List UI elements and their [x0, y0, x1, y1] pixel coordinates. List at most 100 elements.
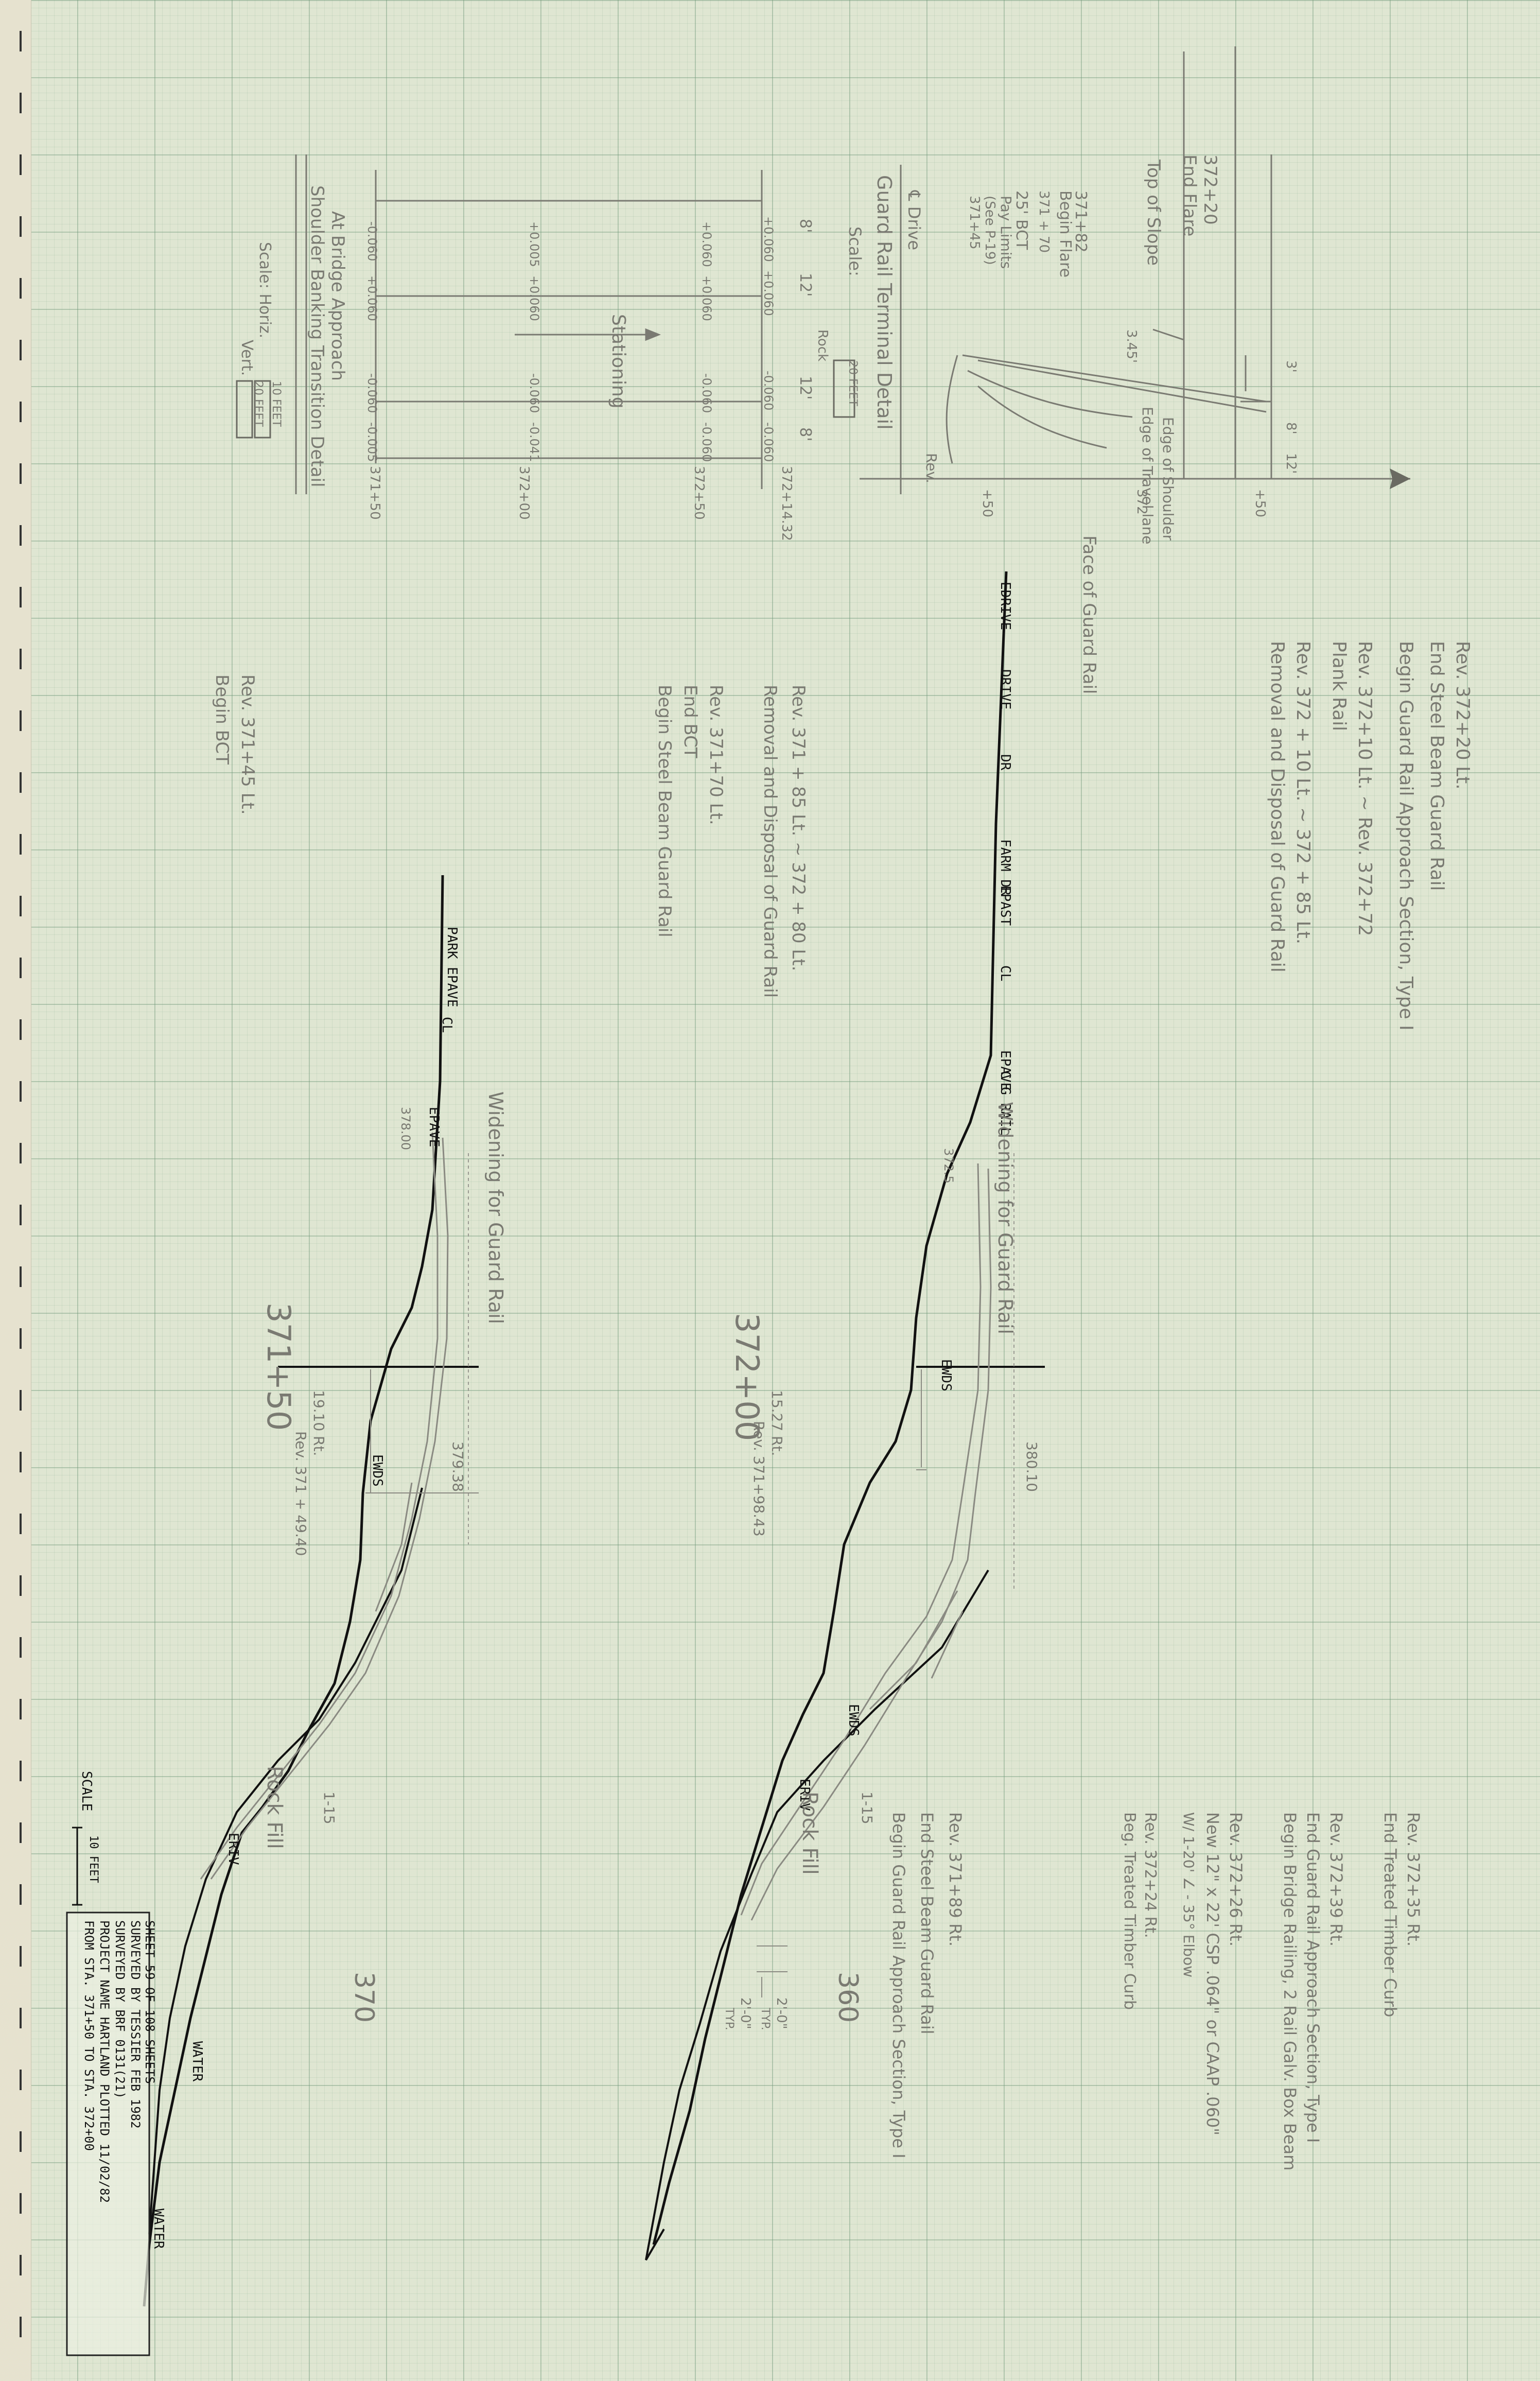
widening-upper: Widening for Guard Rail: [994, 1102, 1017, 1334]
terminal-see-p: (See P-19): [982, 196, 997, 265]
note-right-3: End Guard Rail Approach Section, Type I: [1303, 1812, 1323, 2143]
banking-subtitle: At Bridge Approach: [327, 211, 348, 381]
banking-r3-0: +0.005: [527, 221, 541, 267]
dim-lower-1: 19.10 Rt.: [310, 1390, 327, 1456]
note-right-1: End Treated Timber Curb: [1380, 1812, 1400, 2017]
terminal-top-of-slope: Top of Slope: [1143, 159, 1164, 266]
banking-scale-v-value: 20 FEET: [252, 381, 265, 427]
banking-width-1: 12': [796, 273, 814, 297]
banking-scale-h-label: Scale: Horiz.: [256, 242, 274, 338]
note-mid-3: End BCT: [680, 685, 701, 758]
banking-r2-3: -0.060: [699, 422, 714, 462]
title-line-3: SURVEYED BY BRF 0131(21): [113, 1920, 127, 2099]
notes-upper: Rev. 372+20 Lt. End Steel Beam Guard Rai…: [1267, 641, 1473, 1031]
terminal-scale-label: Scale:: [845, 227, 865, 276]
note-mid-4: Begin Steel Beam Guard Rail: [654, 685, 675, 937]
terminal-scale-value: 20 FEET: [846, 360, 859, 406]
dim-upper-1: 15.27 Rt.: [768, 1390, 785, 1456]
contour-360: 360: [832, 1972, 863, 2023]
banking-r3-3: -0.041: [527, 422, 541, 462]
banking-station-2: 372+00: [516, 466, 532, 520]
note-right-8: Rev. 372+24 Rt.: [1141, 1812, 1159, 1938]
banking-station-3: 371+50: [367, 466, 382, 520]
banking-direction-arrow: [515, 328, 661, 341]
label-eriv-lower: ERIV: [225, 1833, 241, 1865]
face-of-guard-rail: Face of Guard Rail: [1079, 535, 1099, 694]
banking-r2-0: +0.060: [699, 221, 714, 267]
banking-r4-0: -0.060: [365, 221, 379, 261]
terminal-372-20: 372+20: [1200, 154, 1220, 225]
terminal-rev: Rev.: [923, 453, 940, 483]
contour-370: 370: [348, 1972, 379, 2023]
banking-r1-3: -0.060: [761, 422, 776, 462]
widening-lower: Widening for Guard Rail: [484, 1091, 507, 1324]
banking-width-0: 8': [796, 219, 814, 233]
label-edrive: EDRIVE: [997, 582, 1013, 630]
grade-379-38: 379.38: [449, 1441, 466, 1492]
banking-r2-2: -0.060: [699, 373, 714, 413]
label-epast: EPAST: [997, 885, 1013, 926]
banking-width-2: 12': [796, 376, 814, 399]
banking-r1-1: +0.060: [761, 270, 776, 316]
note-upper-6: Removal and Disposal of Guard Rail: [1267, 641, 1288, 972]
label-ewds-mid: EWDS: [846, 1704, 861, 1736]
dim-lower-2: Rev. 371 + 49.40: [292, 1431, 309, 1556]
label-ewds-lower: EWDS: [370, 1454, 385, 1487]
typ-a: TYP.: [759, 2007, 772, 2030]
pencil-grade-line: [468, 1153, 1014, 1591]
sheet-binding-edge: [0, 0, 31, 2381]
title-line-4: SURVEYED BY TESSIER FEB 1982: [128, 1920, 143, 2129]
banking-width-3: 8': [796, 427, 814, 441]
terminal-dim-8: 8': [1283, 422, 1299, 435]
label-eriv-upper: ERIV: [797, 1779, 812, 1811]
terminal-371-70: 371 + 70: [1036, 190, 1052, 253]
title-line-5: SHEET 59 OF 108 SHEETS: [143, 1920, 157, 2084]
banking-r3-2: -0.060: [527, 373, 541, 413]
terminal-north-arrow: [1390, 468, 1410, 489]
upper-edge-line: [652, 571, 1008, 2245]
banking-title: Shoulder Banking Transition Detail: [307, 185, 327, 487]
terminal-dim-3-45: 3.45': [1124, 329, 1139, 363]
title-line-2: PROJECT NAME HARTLAND PLOTTED 11/02/82: [97, 1920, 112, 2203]
title-line-1: FROM STA. 371+50 TO STA. 372+00: [82, 1920, 96, 2151]
note-upper-5: Rev. 372 + 10 Lt. ~ 372 + 85 Lt.: [1292, 641, 1314, 944]
banking-r2-1: +0.060: [699, 275, 714, 321]
terminal-begin-flare: Begin Flare: [1056, 190, 1074, 277]
scale-bar: SCALE 10 FEET: [72, 1771, 100, 1906]
note-right-5: Rev. 372+26 Rt.: [1226, 1812, 1246, 1946]
notes-right: Rev. 372+35 Rt. End Treated Timber Curb …: [889, 1812, 1423, 2170]
note-right-12: Begin Guard Rail Approach Section, Type …: [889, 1812, 908, 2159]
terminal-title: Guard Rail Terminal Detail: [873, 175, 896, 430]
label-water-1: WATER: [189, 2041, 205, 2082]
banking-stationing: Stationing: [608, 314, 629, 409]
terminal-371-82: 371+82: [1072, 190, 1090, 253]
rock-fill-lower: Rock Fill: [262, 1766, 286, 1849]
banking-station-0: 372+14.32: [779, 466, 794, 541]
note-mid-6: Begin BCT: [212, 674, 232, 764]
note-right-6: New 12" x 22' CSP .064" or CAAP .060": [1203, 1812, 1222, 2135]
label-cl-lower: CL: [439, 1017, 454, 1033]
note-upper-4: Plank Rail: [1328, 641, 1350, 731]
note-upper-2: Begin Guard Rail Approach Section, Type …: [1395, 641, 1416, 1031]
terminal-pay-limits: Pay Limits: [997, 196, 1014, 269]
label-farm-dr: FARM DR: [997, 839, 1013, 896]
terminal-edge-shoulder: Edge of Shoulder: [1160, 417, 1177, 541]
label-ewds-upper: EWDS: [938, 1359, 954, 1392]
banking-detail-text: Shoulder Banking Transition Detail At Br…: [238, 185, 830, 541]
terminal-plus50-bot: +50: [979, 489, 995, 517]
terminal-25-bct: 25' BCT: [1012, 190, 1030, 250]
banking-detail-linework: [295, 154, 902, 494]
terminal-dim-12: 12': [1283, 453, 1299, 474]
dim-upper-2: Rev. 371+98.43: [750, 1421, 767, 1537]
pencil-dimension-lines: [365, 1369, 926, 1997]
notes-mid: Rev. 371 + 85 Lt. ~ 372 + 80 Lt. Removal…: [212, 674, 809, 998]
banking-station-1: 372+50: [691, 466, 707, 520]
scale-bar-label: SCALE: [79, 1771, 94, 1811]
note-right-7: W/ 1-20' ∠ - 35° Elbow: [1180, 1812, 1197, 1977]
terminal-drive-label: ℄ Drive: [904, 190, 924, 250]
banking-r3-1: +0.060: [527, 275, 541, 321]
note-right-2: Rev. 372+39 Rt.: [1326, 1812, 1346, 1946]
dim-2-0-a: 2'-0": [774, 1997, 789, 2029]
